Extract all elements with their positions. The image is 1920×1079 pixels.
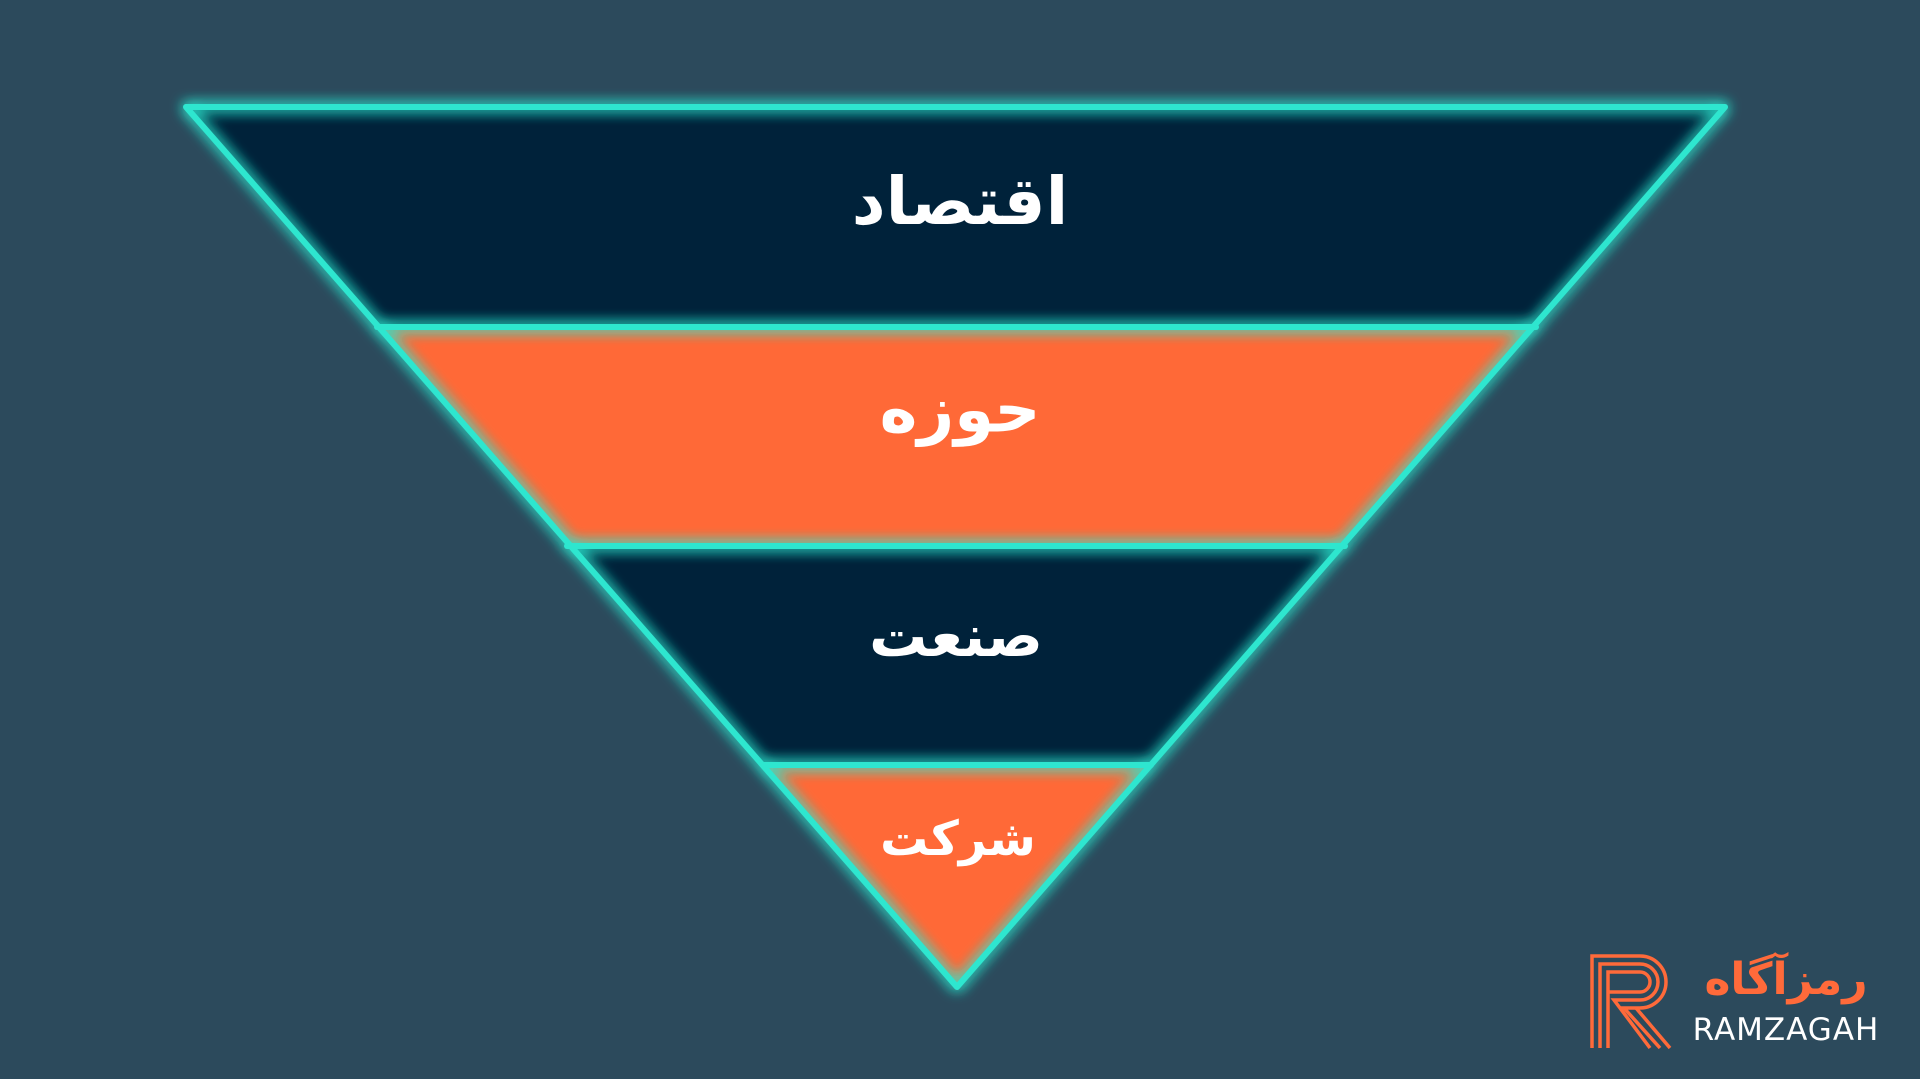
brand-name-fa: رمزآگاه — [1704, 954, 1868, 1005]
level-industry-band — [567, 546, 1345, 765]
level-label-sector: حوزه — [880, 374, 1041, 448]
level-label-economy: اقتصاد — [852, 163, 1068, 240]
level-label-industry: صنعت — [869, 602, 1043, 670]
pyramid-outline — [183, 104, 1728, 990]
ramzagah-logo: رمزآگاه RAMZAGAH — [1588, 952, 1888, 1052]
level-company-band — [763, 765, 1151, 987]
level-sector-band — [377, 327, 1536, 546]
brand-name-en: RAMZAGAH — [1692, 1012, 1880, 1048]
r-monogram-icon — [1590, 954, 1672, 1050]
level-economy-band — [186, 107, 1725, 327]
level-label-company: شرکت — [880, 811, 1036, 867]
